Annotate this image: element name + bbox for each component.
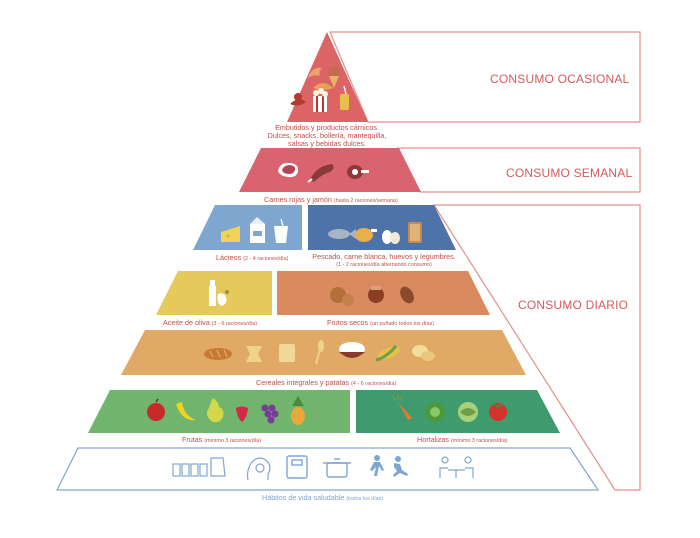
caption-nuts: Frutos secos (un puñado todos los días) xyxy=(327,318,434,327)
caption-occasional-line-2: Dulces, snacks, bollería, mantequilla, xyxy=(267,131,387,140)
cereals-band xyxy=(121,330,526,375)
caption-habits: Hábitos de vida saludable (todos los día… xyxy=(262,493,383,502)
caption-protein: Pescado, carne blanca, huevos y legumbre… xyxy=(300,253,468,269)
caption-cereals-note: (4 - 6 raciones/día) xyxy=(351,381,397,387)
caption-fruits-note: (mínimo 3 raciones/día) xyxy=(204,438,261,444)
cooking-pot-icon xyxy=(323,458,351,478)
cheese-icon xyxy=(221,226,240,242)
vegetables-band xyxy=(356,390,560,433)
legumes-icon xyxy=(408,222,422,243)
caption-occasional: Embutidos y productos cárnicos. Dulces, … xyxy=(237,124,417,148)
cabbage-icon xyxy=(458,402,478,422)
popcorn-icon xyxy=(313,88,328,112)
biscuit-icon xyxy=(279,344,295,362)
caption-dairy: Lácteos (2 - 4 raciones/día) xyxy=(216,253,288,262)
social-meal-icon xyxy=(439,456,474,478)
caption-cereals-label: Cereales integrales y patatas xyxy=(256,378,350,387)
caption-oil-label: Aceite de oliva xyxy=(163,318,210,327)
caption-nuts-label: Frutos secos xyxy=(327,318,369,327)
caption-oil: Aceite de oliva (3 - 6 raciones/día) xyxy=(163,318,257,327)
caption-weekly: Carnes rojas y jamón (hasta 2 raciones/s… xyxy=(264,195,398,204)
pasta-icon xyxy=(246,346,262,362)
rice-bowl-icon xyxy=(339,342,365,358)
tomato-icon xyxy=(489,403,507,421)
caption-cereals: Cereales integrales y patatas (4 - 6 rac… xyxy=(256,378,396,387)
hazelnut-icon xyxy=(368,286,384,303)
caption-habits-label: Hábitos de vida saludable xyxy=(262,493,345,502)
strawberry-icon xyxy=(236,406,248,422)
water-glasses-icon xyxy=(172,457,226,477)
occasional-bracket xyxy=(329,31,641,123)
caption-habits-note: (todos los días) xyxy=(346,496,384,502)
caption-dairy-note: (2 - 4 raciones/día) xyxy=(243,256,289,262)
shrimp-icon xyxy=(308,67,322,78)
scale-icon xyxy=(286,455,308,479)
almond-icon xyxy=(400,286,414,304)
milk-carton-icon xyxy=(250,217,265,243)
caption-vegetables-label: Hortalizas xyxy=(417,435,449,444)
caption-nuts-note: (un puñado todos los días) xyxy=(370,321,434,327)
caption-protein-note: (1 - 2 raciones/día alternando consumo) xyxy=(336,262,432,268)
pineapple-icon xyxy=(291,396,305,425)
banana-icon xyxy=(176,402,196,421)
caption-oil-note: (3 - 6 raciones/día) xyxy=(211,321,257,327)
caption-occasional-line-3: salsas y bebidas dulces. xyxy=(288,139,366,148)
category-occasional: CONSUMO OCASIONAL xyxy=(490,72,630,86)
corn-icon xyxy=(375,345,401,362)
dairy-band xyxy=(193,205,302,250)
grapes-icon xyxy=(261,404,279,424)
occasional-triangle xyxy=(287,32,368,122)
caption-vegetables: Hortalizas (mínimo 3 raciones/día) xyxy=(417,435,508,444)
meat-leg-icon xyxy=(347,165,369,179)
protein-band xyxy=(308,205,456,250)
sausage-icon xyxy=(290,93,306,106)
apple-icon xyxy=(147,398,165,421)
soda-can-icon xyxy=(340,85,349,110)
pear-icon xyxy=(206,398,224,423)
eggs-icon xyxy=(382,230,400,244)
potato-icon xyxy=(412,345,435,361)
walnut-icon xyxy=(330,287,354,306)
caption-weekly-note: (hasta 2 raciones/semana) xyxy=(333,198,398,204)
caption-vegetables-note: (mínimo 3 raciones/día) xyxy=(450,438,508,444)
ice-cream-icon xyxy=(328,66,340,88)
chicken-icon xyxy=(355,228,377,242)
category-daily: CONSUMO DIARIO xyxy=(518,298,629,312)
caption-weekly-label: Carnes rojas y jamón xyxy=(264,195,332,204)
steak-icon xyxy=(278,162,299,178)
lettuce-icon xyxy=(425,402,445,422)
caption-fruits-label: Frutas xyxy=(182,435,203,444)
daily-bracket xyxy=(432,204,641,491)
carrot-icon xyxy=(391,395,412,420)
bread-icon xyxy=(204,348,232,360)
ham-icon xyxy=(307,164,334,183)
category-weekly: CONSUMO SEMANAL xyxy=(506,166,633,180)
caption-dairy-label: Lácteos xyxy=(216,253,242,262)
caption-fruits: Frutas (mínimo 3 raciones/día) xyxy=(182,435,261,444)
wheat-icon xyxy=(315,340,324,365)
oil-bottle-icon xyxy=(209,280,229,306)
mind-icon xyxy=(246,457,271,481)
croissant-icon xyxy=(313,83,333,90)
caption-protein-label: Pescado, carne blanca, huevos y legumbre… xyxy=(312,252,456,261)
yogurt-icon xyxy=(274,218,288,243)
exercise-icon xyxy=(370,455,408,477)
caption-occasional-line-1: Embutidos y productos cárnicos. xyxy=(275,123,379,132)
fish-icon xyxy=(328,229,356,239)
